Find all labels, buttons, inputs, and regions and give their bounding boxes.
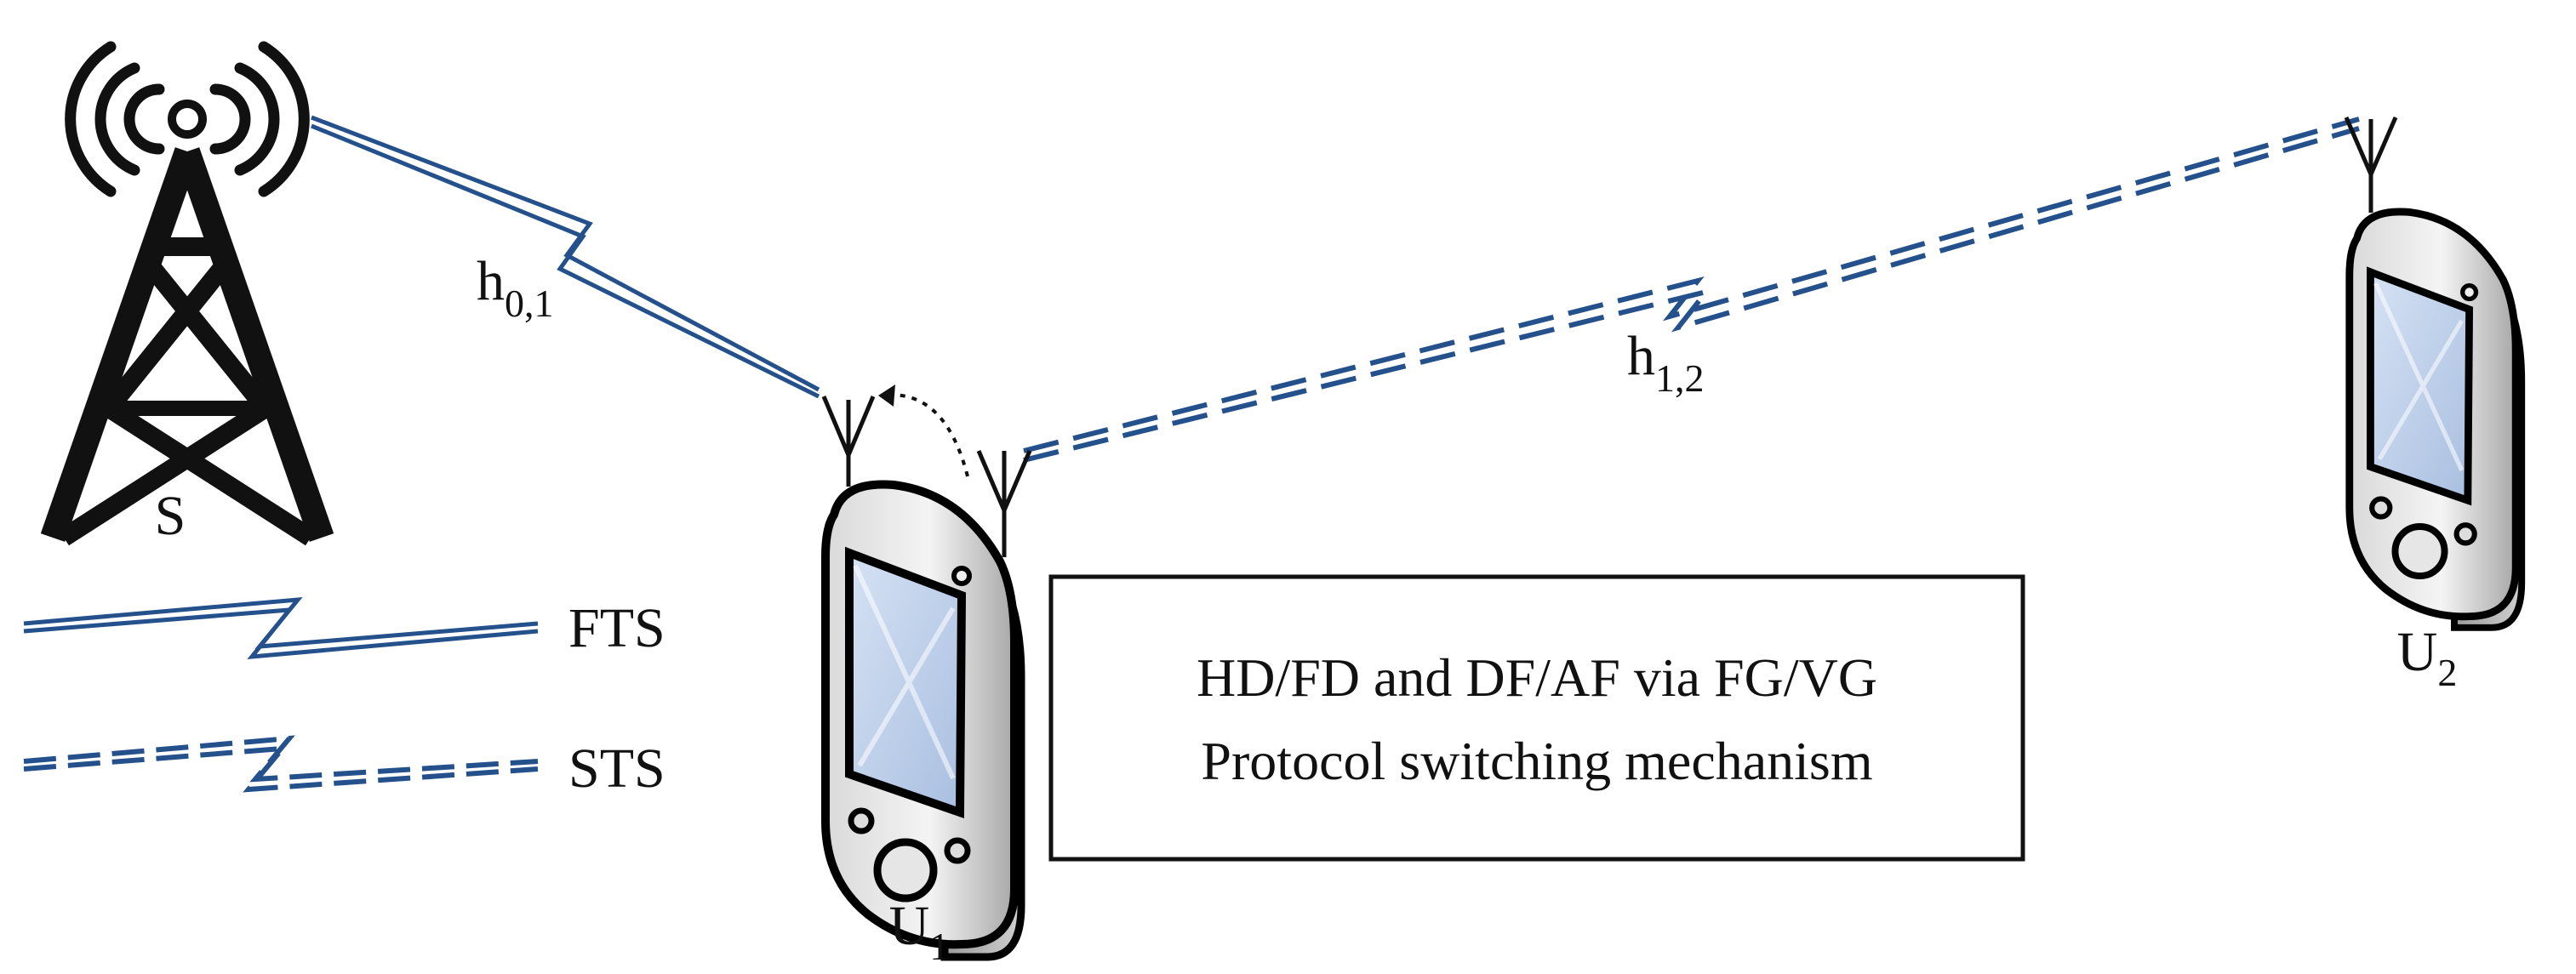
cell-tower-icon (40, 41, 334, 546)
sts-link-u1-u2 (1023, 117, 2360, 463)
channel-h12-label: h1,2 (1627, 325, 1705, 400)
source-label: S (155, 485, 186, 547)
user2-antenna-icon (2344, 117, 2398, 213)
user1-receive-antenna-icon (821, 396, 876, 487)
channel-h01-label: h0,1 (477, 250, 554, 325)
legend-fts-line (23, 596, 539, 660)
protocol-box (1048, 574, 2025, 862)
user2-label: U2 (2397, 621, 2458, 694)
protocol-box-line1: HD/FD and DF/AF via FG/VG (1197, 647, 1877, 708)
fts-link-s-u1 (311, 115, 820, 399)
user1-label: U1 (889, 895, 950, 968)
legend-sts-line (23, 735, 539, 793)
legend-fts-label: FTS (568, 597, 665, 659)
user1-transmit-antenna-icon (976, 450, 1032, 557)
protocol-box-line2: Protocol switching mechanism (1201, 731, 1872, 791)
antenna-switch-arrow (878, 384, 969, 477)
user1-phone-icon (825, 484, 1021, 957)
legend-sts-label: STS (568, 738, 665, 800)
user2-phone-icon (2350, 212, 2522, 628)
